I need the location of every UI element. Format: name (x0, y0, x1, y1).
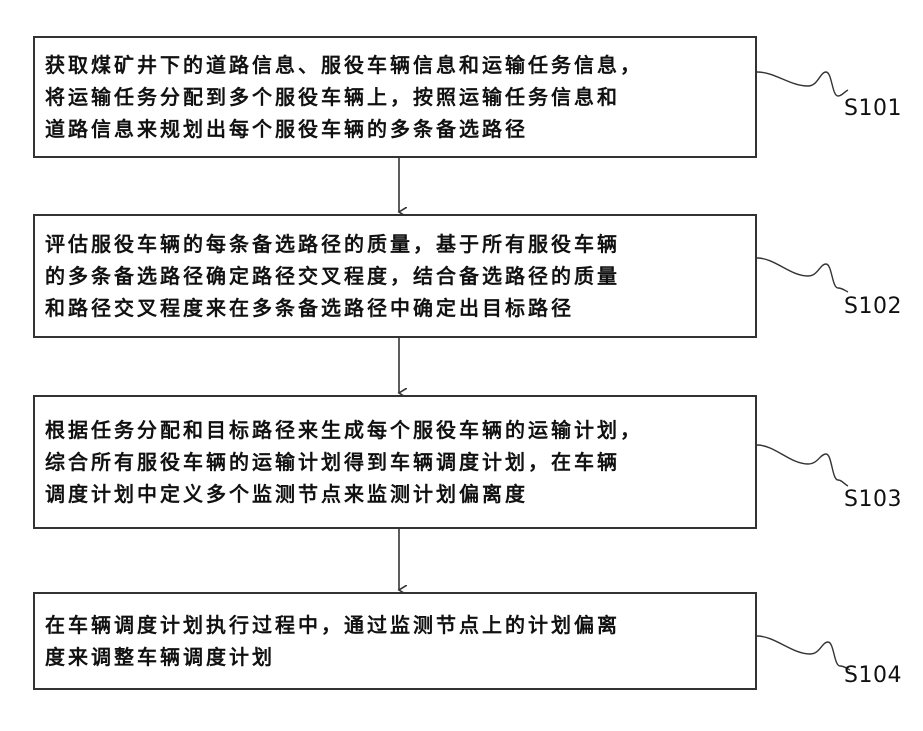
step-text-line: 的多条备选路径确定路径交叉程度，结合备选路径的质量 (45, 260, 743, 292)
step-box-s101: 获取煤矿井下的道路信息、服役车辆信息和运输任务信息， 将运输任务分配到多个服役车… (33, 36, 757, 158)
leader-line-s101 (757, 72, 848, 96)
leader-line-s102 (757, 258, 848, 292)
step-box-s102: 评估服役车辆的每条备选路径的质量，基于所有服役车辆 的多条备选路径确定路径交叉程… (33, 214, 757, 338)
leader-line-s103 (757, 445, 848, 486)
step-text-line: 调度计划中定义多个监测节点来监测计划偏离度 (45, 478, 743, 510)
step-text-line: 评估服役车辆的每条备选路径的质量，基于所有服役车辆 (45, 228, 743, 260)
step-text-line: 将运输任务分配到多个服役车辆上，按照运输任务信息和 (45, 81, 743, 113)
step-box-s104: 在车辆调度计划执行过程中，通过监测节点上的计划偏离 度来调整车辆调度计划 (33, 592, 757, 690)
step-text-line: 度来调整车辆调度计划 (45, 641, 743, 673)
step-label-s103: S103 (844, 487, 902, 512)
step-label-s102: S102 (844, 294, 902, 319)
step-label-s101: S101 (844, 96, 902, 121)
step-label-s104: S104 (844, 663, 902, 688)
leader-line-s104 (757, 636, 850, 670)
step-text-line: 和路径交叉程度来在多条备选路径中确定出目标路径 (45, 292, 743, 324)
step-box-s103: 根据任务分配和目标路径来生成每个服役车辆的运输计划， 综合所有服役车辆的运输计划… (33, 395, 757, 529)
step-text-line: 综合所有服役车辆的运输计划得到车辆调度计划，在车辆 (45, 446, 743, 478)
step-text-line: 道路信息来规划出每个服役车辆的多条备选路径 (45, 113, 743, 145)
step-text-line: 在车辆调度计划执行过程中，通过监测节点上的计划偏离 (45, 609, 743, 641)
step-text-line: 获取煤矿井下的道路信息、服役车辆信息和运输任务信息， (45, 49, 743, 81)
step-text-line: 根据任务分配和目标路径来生成每个服役车辆的运输计划， (45, 414, 743, 446)
